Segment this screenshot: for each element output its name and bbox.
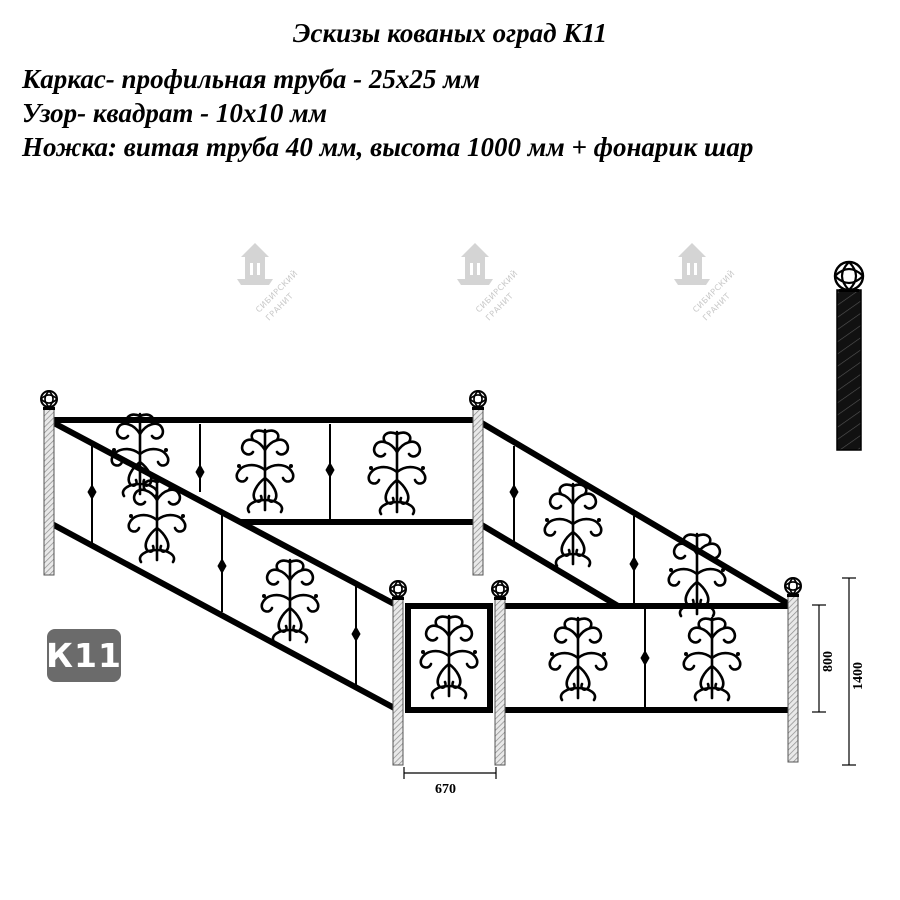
dimension-total-height <box>842 577 856 766</box>
watermark-3: СИБИРСКИЙ ГРАНИТ <box>674 243 737 322</box>
dimension-1400-label: 1400 <box>851 662 866 690</box>
dimension-800-label: 800 <box>821 651 836 672</box>
dimension-670-label: 670 <box>435 782 456 797</box>
dimension-panel-height <box>812 604 826 713</box>
spec-leg: Ножка: витая труба 40 мм, высота 1000 мм… <box>22 132 754 162</box>
page-title: Эскизы кованых оград К11 <box>292 18 608 48</box>
twisted-leg-detail <box>833 260 865 451</box>
model-badge: К11 <box>46 629 121 682</box>
spec-frame: Каркас- профильная труба - 25х25 мм <box>22 64 481 94</box>
post-gate-left <box>389 580 407 766</box>
watermark-2: СИБИРСКИЙ ГРАНИТ <box>457 243 520 322</box>
spec-pattern: Узор- квадрат - 10х10 мм <box>22 98 328 128</box>
back-panel <box>50 412 480 525</box>
watermark-1: СИБИРСКИЙ ГРАНИТ <box>237 243 300 322</box>
dimension-gate-width <box>403 767 497 779</box>
right-panel <box>478 419 794 618</box>
left-panel <box>50 419 400 713</box>
front-panel <box>500 603 792 713</box>
gate-panel <box>405 603 493 713</box>
